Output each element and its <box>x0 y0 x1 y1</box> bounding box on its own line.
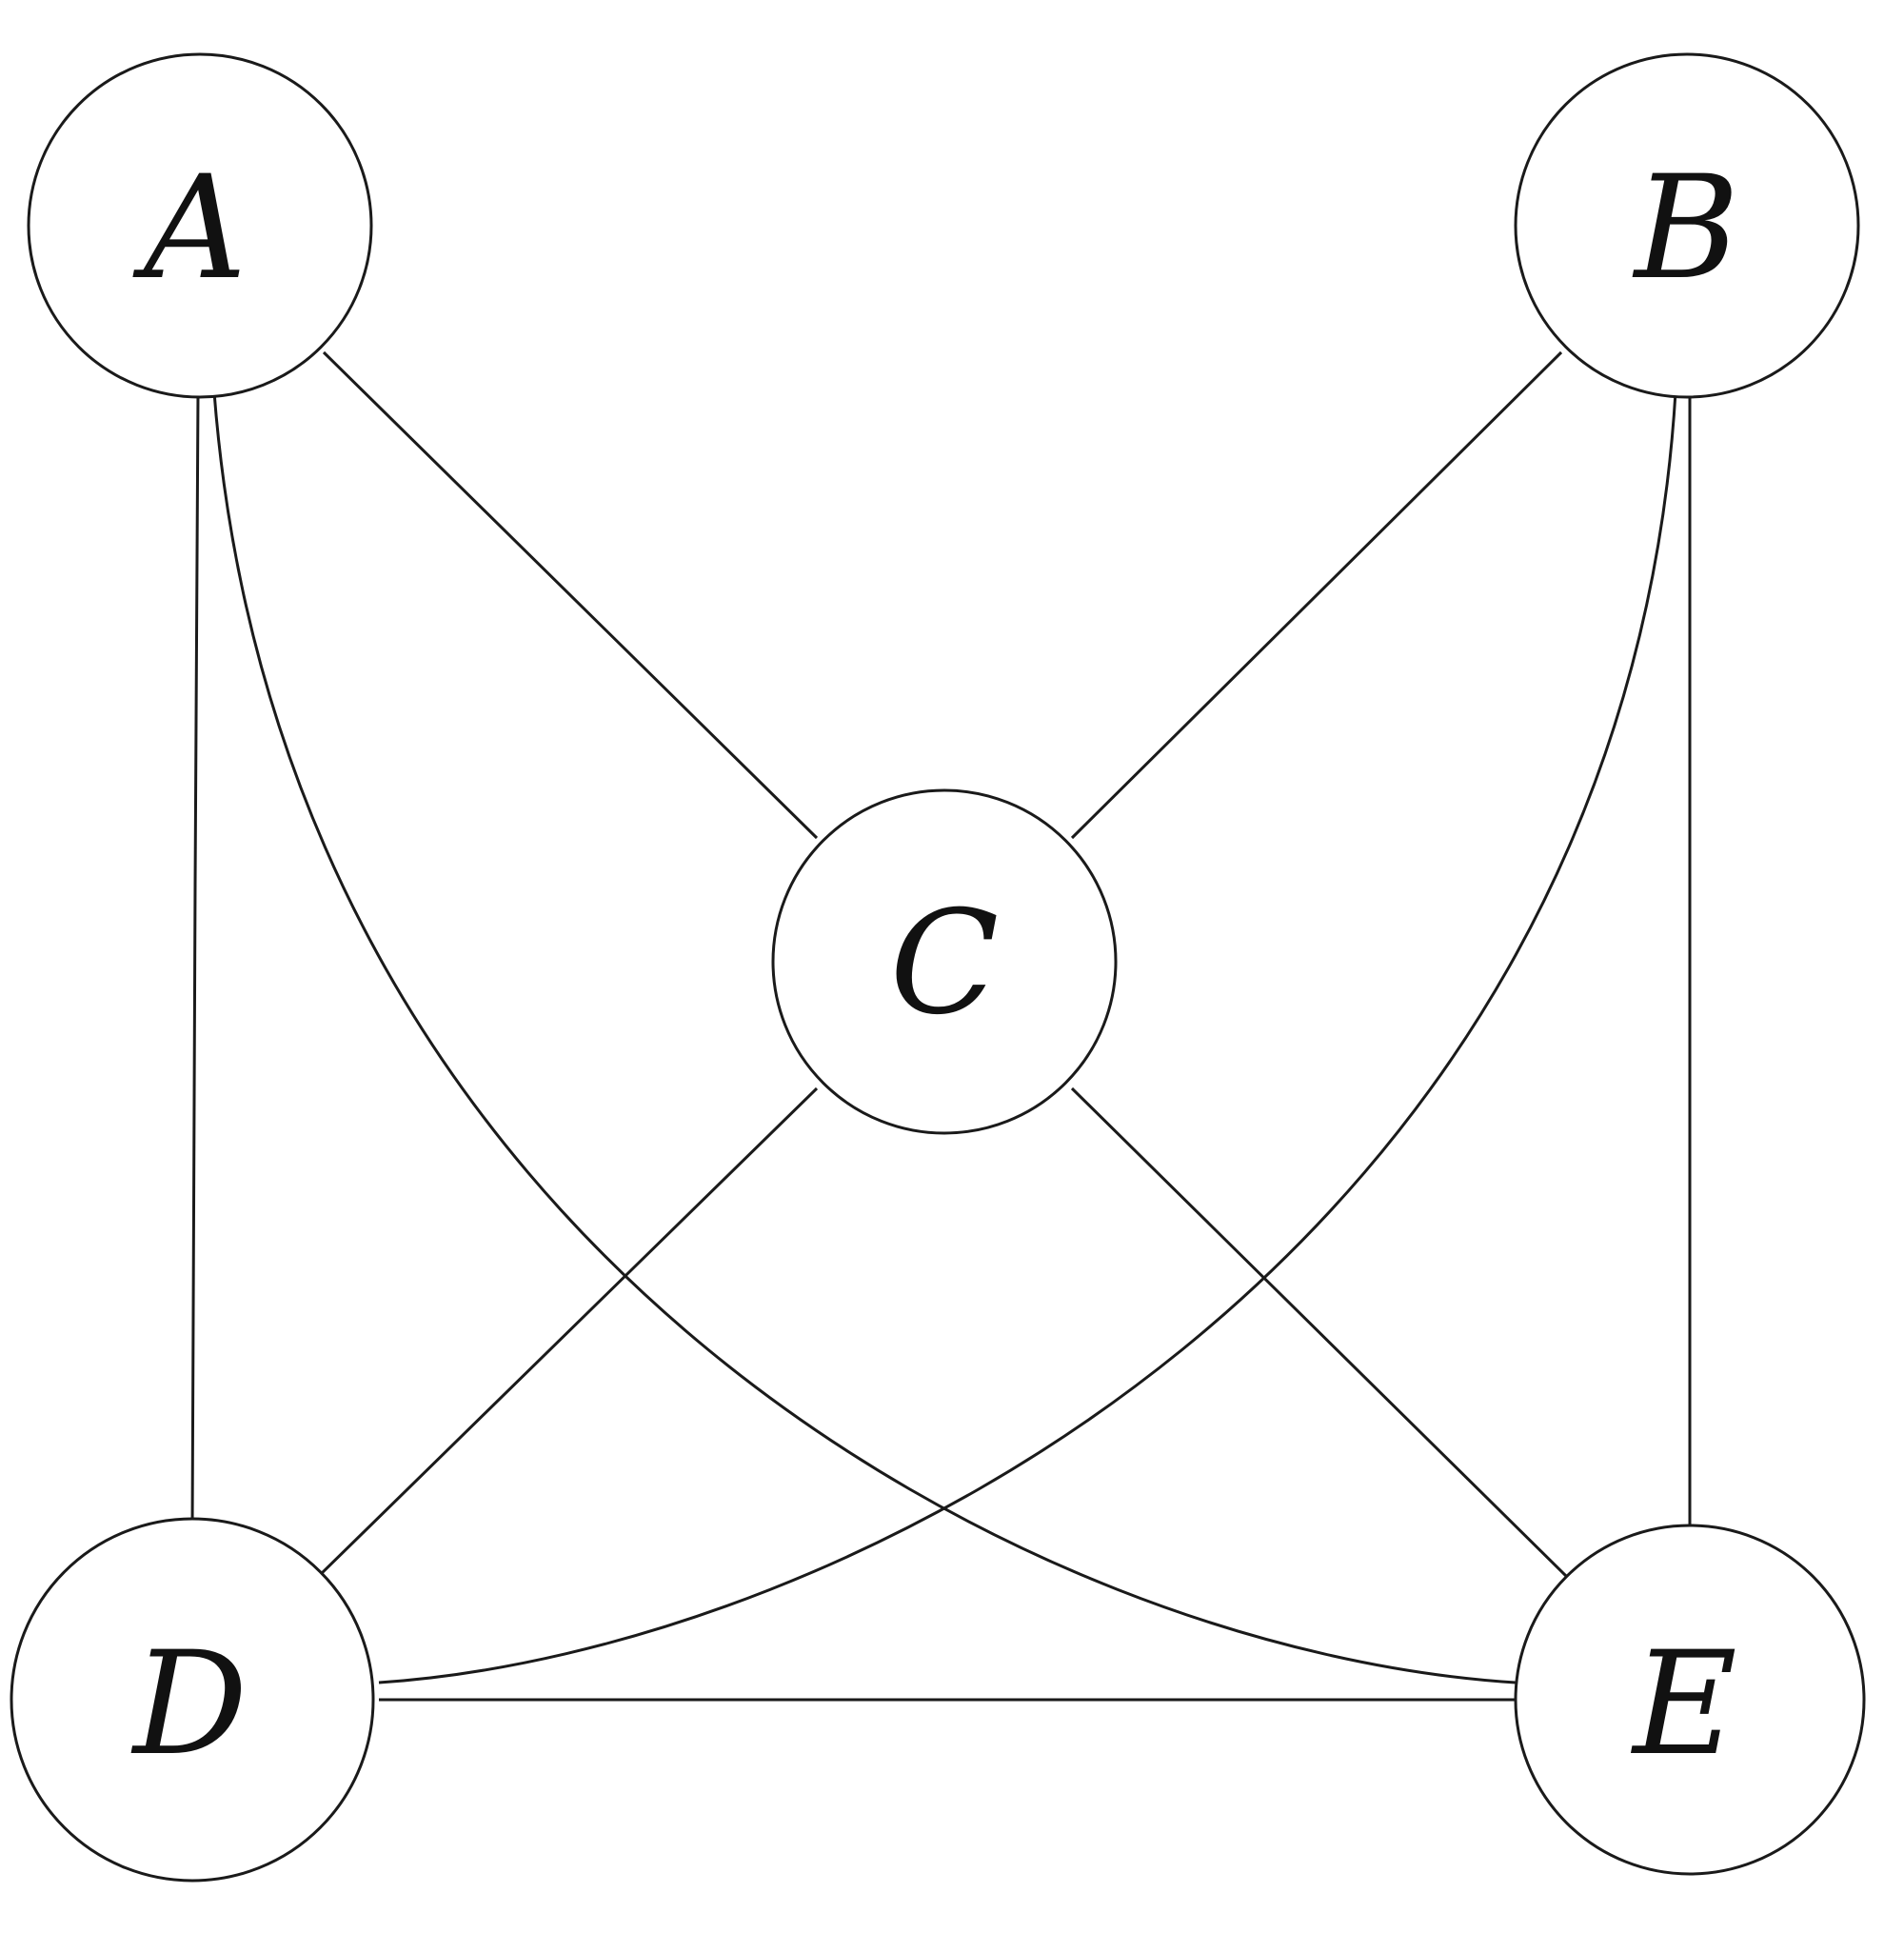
edge-a-d <box>190 391 200 1531</box>
edge-a-c <box>322 350 819 840</box>
node-c-label: C <box>890 881 1000 1046</box>
node-c: C <box>771 788 1118 1135</box>
node-d: D <box>10 1517 375 1883</box>
edge-c-e <box>1070 1086 1568 1578</box>
node-d-label: D <box>130 1622 248 1787</box>
node-b: B <box>1514 52 1860 399</box>
node-b-label: B <box>1632 146 1739 311</box>
edge-c-d <box>317 1086 819 1578</box>
node-a: A <box>27 52 373 399</box>
node-e-label: E <box>1630 1622 1737 1787</box>
node-e: E <box>1514 1524 1866 1876</box>
edge-b-c <box>1070 350 1563 840</box>
edge-layer <box>190 350 1692 1702</box>
node-a-label: A <box>132 146 247 311</box>
edge-b-d <box>378 391 1677 1684</box>
edge-a-e <box>212 391 1517 1684</box>
